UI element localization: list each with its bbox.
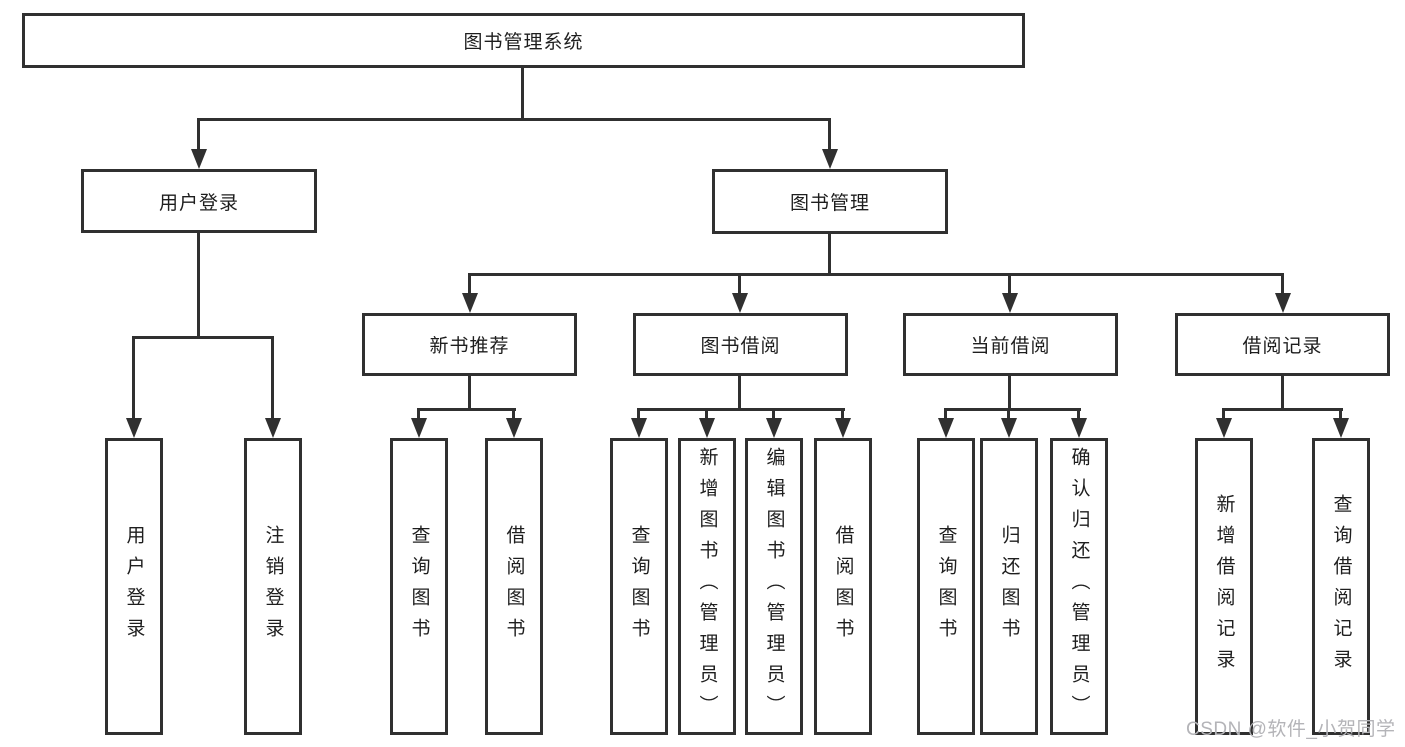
connector-bar — [468, 273, 1284, 276]
connector-bar — [197, 118, 831, 121]
connector-line — [521, 68, 524, 121]
arrow-down-icon — [1000, 408, 1017, 438]
arrow-down-icon — [1070, 408, 1087, 438]
arrow-down-icon — [1215, 408, 1232, 438]
arrow-down-icon — [461, 273, 478, 313]
connector-bar — [944, 408, 1081, 411]
arrow-down-icon — [505, 408, 522, 438]
arrow-down-icon — [731, 273, 748, 313]
leaf-user-login: 用户登录 — [105, 438, 163, 735]
arrow-down-icon — [765, 408, 782, 438]
node-user-login: 用户登录 — [81, 169, 317, 233]
node-book-management: 图书管理 — [712, 169, 948, 234]
connector-line — [1008, 376, 1011, 411]
arrow-down-icon — [1274, 273, 1291, 313]
arrow-down-icon — [125, 336, 142, 438]
leaf-query-books: 查询图书 — [390, 438, 448, 735]
arrow-down-icon — [410, 408, 427, 438]
leaf-add-book-admin: 新增图书（管理员） — [678, 438, 736, 735]
node-library-management-system: 图书管理系统 — [22, 13, 1025, 68]
arrow-down-icon — [190, 118, 207, 169]
leaf-query-borrow-record: 查询借阅记录 — [1312, 438, 1370, 735]
leaf-borrow-books: 借阅图书 — [485, 438, 543, 735]
leaf-edit-book-admin: 编辑图书（管理员） — [745, 438, 803, 735]
node-book-borrowing: 图书借阅 — [633, 313, 848, 376]
node-borrowing-records: 借阅记录 — [1175, 313, 1390, 376]
connector-line — [828, 234, 831, 276]
leaf-query-books: 查询图书 — [610, 438, 668, 735]
leaf-logout: 注销登录 — [244, 438, 302, 735]
connector-bar — [132, 336, 274, 339]
connector-bar — [1222, 408, 1343, 411]
arrow-down-icon — [834, 408, 851, 438]
node-current-borrowing: 当前借阅 — [903, 313, 1118, 376]
leaf-return-book: 归还图书 — [980, 438, 1038, 735]
node-new-book-recommendation: 新书推荐 — [362, 313, 577, 376]
connector-bar — [637, 408, 845, 411]
connector-line — [1281, 376, 1284, 411]
connector-line — [468, 376, 471, 411]
leaf-confirm-return-admin: 确认归还（管理员） — [1050, 438, 1108, 735]
leaf-borrow-books: 借阅图书 — [814, 438, 872, 735]
connector-line — [197, 233, 200, 339]
connector-bar — [417, 408, 516, 411]
connector-line — [738, 376, 741, 411]
arrow-down-icon — [821, 118, 838, 169]
arrow-down-icon — [937, 408, 954, 438]
arrow-down-icon — [630, 408, 647, 438]
leaf-query-books: 查询图书 — [917, 438, 975, 735]
arrow-down-icon — [1332, 408, 1349, 438]
arrow-down-icon — [264, 336, 281, 438]
leaf-add-borrow-record: 新增借阅记录 — [1195, 438, 1253, 735]
arrow-down-icon — [1001, 273, 1018, 313]
watermark: CSDN @软件_小贺同学 — [1186, 719, 1396, 740]
arrow-down-icon — [698, 408, 715, 438]
